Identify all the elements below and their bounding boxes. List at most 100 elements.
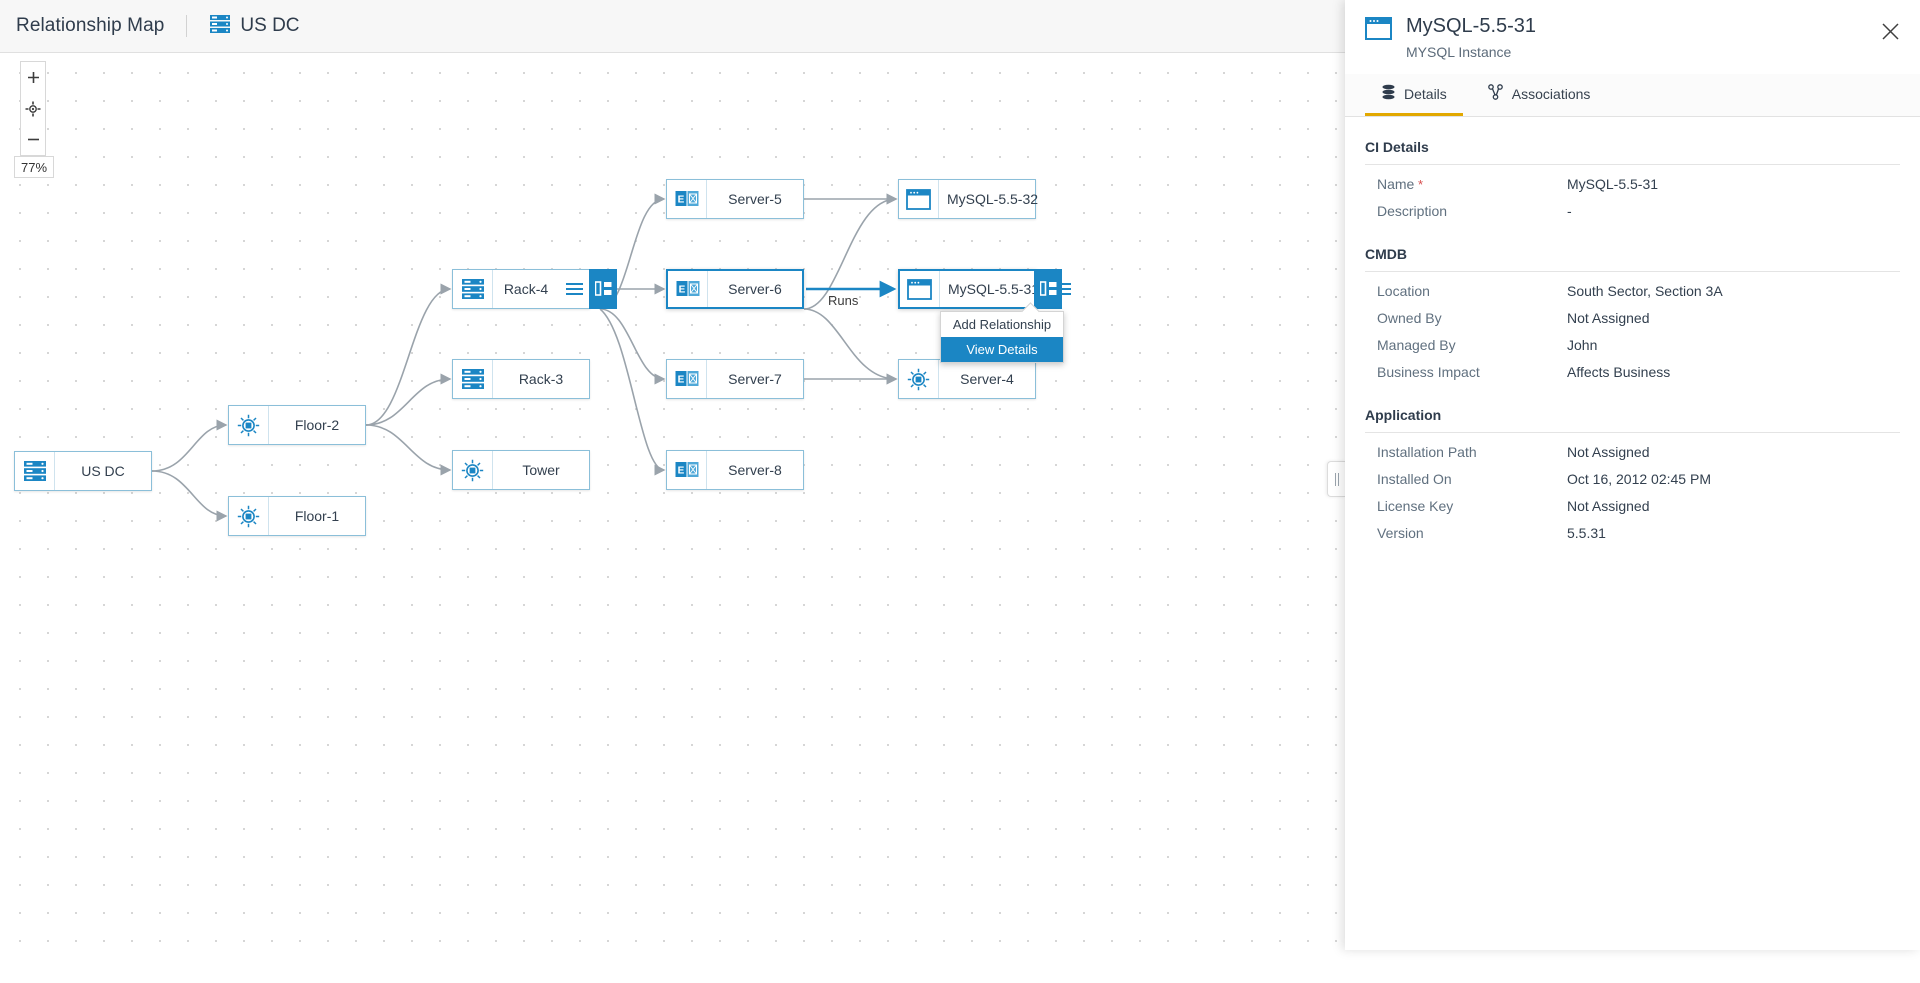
graph-node-floor-2[interactable]: Floor-2 xyxy=(228,405,366,445)
detail-row-key: Installed On xyxy=(1377,471,1452,487)
graph-node-label: MySQL-5.5-31 xyxy=(948,281,1040,297)
detail-row: Description - xyxy=(1365,192,1900,219)
detail-row-key: Owned By xyxy=(1377,310,1442,326)
detail-row-key: Name * xyxy=(1377,176,1424,192)
node-context-menu[interactable]: Add Relationship View Details xyxy=(940,302,1064,363)
detail-row-value: MySQL-5.5-31 xyxy=(1567,176,1659,192)
graph-node-rack-4[interactable]: Rack-4 xyxy=(452,269,617,309)
datacenter-icon xyxy=(209,14,231,39)
graph-node-tower[interactable]: Tower xyxy=(452,450,590,490)
required-asterisk: * xyxy=(1414,177,1424,192)
graph-node-label: Floor-1 xyxy=(294,508,340,524)
close-icon[interactable] xyxy=(1879,20,1901,42)
detail-row-value: Oct 16, 2012 02:45 PM xyxy=(1567,471,1711,487)
detail-row-value: Not Assigned xyxy=(1567,310,1650,326)
ci-details-panel: MySQL-5.5-31 MYSQL Instance Details xyxy=(1345,0,1920,950)
server-app-icon: E xyxy=(667,451,707,489)
graph-node-label: Server-4 xyxy=(960,371,1014,387)
recenter-button[interactable] xyxy=(20,93,46,124)
graph-node-label: Server-8 xyxy=(728,462,782,478)
rack-icon xyxy=(453,270,493,308)
tab-associations[interactable]: Associations xyxy=(1471,74,1607,116)
mysql-icon xyxy=(899,180,939,218)
zoom-in-button[interactable] xyxy=(20,62,46,93)
graph-node-label: US DC xyxy=(81,463,125,479)
graph-node-server-8[interactable]: E Server-8 xyxy=(666,450,804,490)
rack-icon xyxy=(453,360,493,398)
graph-node-us-dc[interactable]: US DC xyxy=(14,451,152,491)
detail-row-value: South Sector, Section 3A xyxy=(1567,283,1723,299)
breadcrumb-divider xyxy=(186,15,188,37)
svg-text:E: E xyxy=(677,466,684,477)
graph-node-server-4[interactable]: Server-4 xyxy=(898,359,1036,399)
graph-node-label: Rack-4 xyxy=(503,281,549,297)
node-expand-button[interactable] xyxy=(589,269,617,309)
tab-details-label: Details xyxy=(1404,85,1447,102)
panel-tabs[interactable]: Details Associations xyxy=(1345,74,1920,117)
detail-row-value: - xyxy=(1567,203,1572,219)
graph-node-label: MySQL-5.5-32 xyxy=(947,191,1039,207)
breadcrumb-current-node[interactable]: US DC xyxy=(209,14,300,39)
svg-text:E: E xyxy=(677,195,684,206)
graph-node-mysql-5-5-31[interactable]: MySQL-5.5-31 xyxy=(898,269,1071,309)
detail-row: Owned By Not Assigned xyxy=(1365,299,1900,326)
panel-subtitle: MYSQL Instance xyxy=(1406,44,1512,60)
detail-row: Location South Sector, Section 3A xyxy=(1365,272,1900,299)
panel-title: MySQL-5.5-31 xyxy=(1406,15,1537,37)
detail-section-title: CI Details xyxy=(1365,139,1900,165)
graph-node-server-6[interactable]: E Server-6 xyxy=(666,269,804,309)
graph-node-label: Server-5 xyxy=(728,191,782,207)
graph-node-label: Tower xyxy=(522,462,560,478)
detail-row-value: Affects Business xyxy=(1567,364,1671,380)
mysql-icon xyxy=(900,271,940,307)
database-icon xyxy=(1381,84,1396,103)
node-menu-icon[interactable] xyxy=(1047,271,1077,307)
zoom-level-indicator[interactable]: 77% xyxy=(14,156,54,178)
detail-row-key: Business Impact xyxy=(1377,364,1480,380)
graph-node-label: Server-6 xyxy=(728,281,782,297)
context-menu-item-view-details[interactable]: View Details xyxy=(941,337,1063,362)
mysql-icon xyxy=(1365,14,1392,60)
floor-icon xyxy=(899,360,939,398)
breadcrumb-title[interactable]: Relationship Map xyxy=(16,15,165,36)
nodes-icon xyxy=(1487,84,1504,103)
detail-row: Name * MySQL-5.5-31 xyxy=(1365,165,1900,192)
panel-header: MySQL-5.5-31 MYSQL Instance xyxy=(1345,0,1920,60)
graph-node-label: Rack-3 xyxy=(518,371,564,387)
context-menu-item-add-relationship[interactable]: Add Relationship xyxy=(952,317,1052,332)
node-menu-icon[interactable] xyxy=(559,270,589,308)
graph-node-server-5[interactable]: E Server-5 xyxy=(666,179,804,219)
graph-node-label: Server-7 xyxy=(728,371,782,387)
tab-details[interactable]: Details xyxy=(1365,74,1463,116)
floor-icon xyxy=(453,451,493,489)
graph-node-mysql-5-5-32[interactable]: MySQL-5.5-32 xyxy=(898,179,1038,219)
graph-node-label: Floor-2 xyxy=(294,417,340,433)
relationship-edges xyxy=(151,193,898,522)
datacenter-icon xyxy=(15,452,55,490)
detail-section-title: CMDB xyxy=(1365,246,1900,272)
floor-icon xyxy=(229,497,269,535)
zoom-out-button[interactable] xyxy=(20,124,46,155)
breadcrumb-node-label: US DC xyxy=(240,15,300,36)
detail-row-key: Managed By xyxy=(1377,337,1456,353)
detail-row-value: 5.5.31 xyxy=(1567,525,1606,541)
floor-icon xyxy=(229,406,269,444)
detail-row: Installed On Oct 16, 2012 02:45 PM xyxy=(1365,460,1900,487)
node-expand-button[interactable] xyxy=(1034,269,1062,309)
panel-collapse-handle[interactable] xyxy=(1327,461,1345,497)
zoom-controls[interactable] xyxy=(20,61,46,156)
tab-associations-label: Associations xyxy=(1511,85,1591,102)
detail-row-value: Not Assigned xyxy=(1567,444,1650,460)
server-app-icon: E xyxy=(667,180,707,218)
detail-row-key: Description xyxy=(1377,203,1448,219)
detail-row-key: Location xyxy=(1377,283,1430,299)
graph-node-floor-1[interactable]: Floor-1 xyxy=(228,496,366,536)
svg-text:E: E xyxy=(678,285,685,296)
graph-node-rack-3[interactable]: Rack-3 xyxy=(452,359,590,399)
